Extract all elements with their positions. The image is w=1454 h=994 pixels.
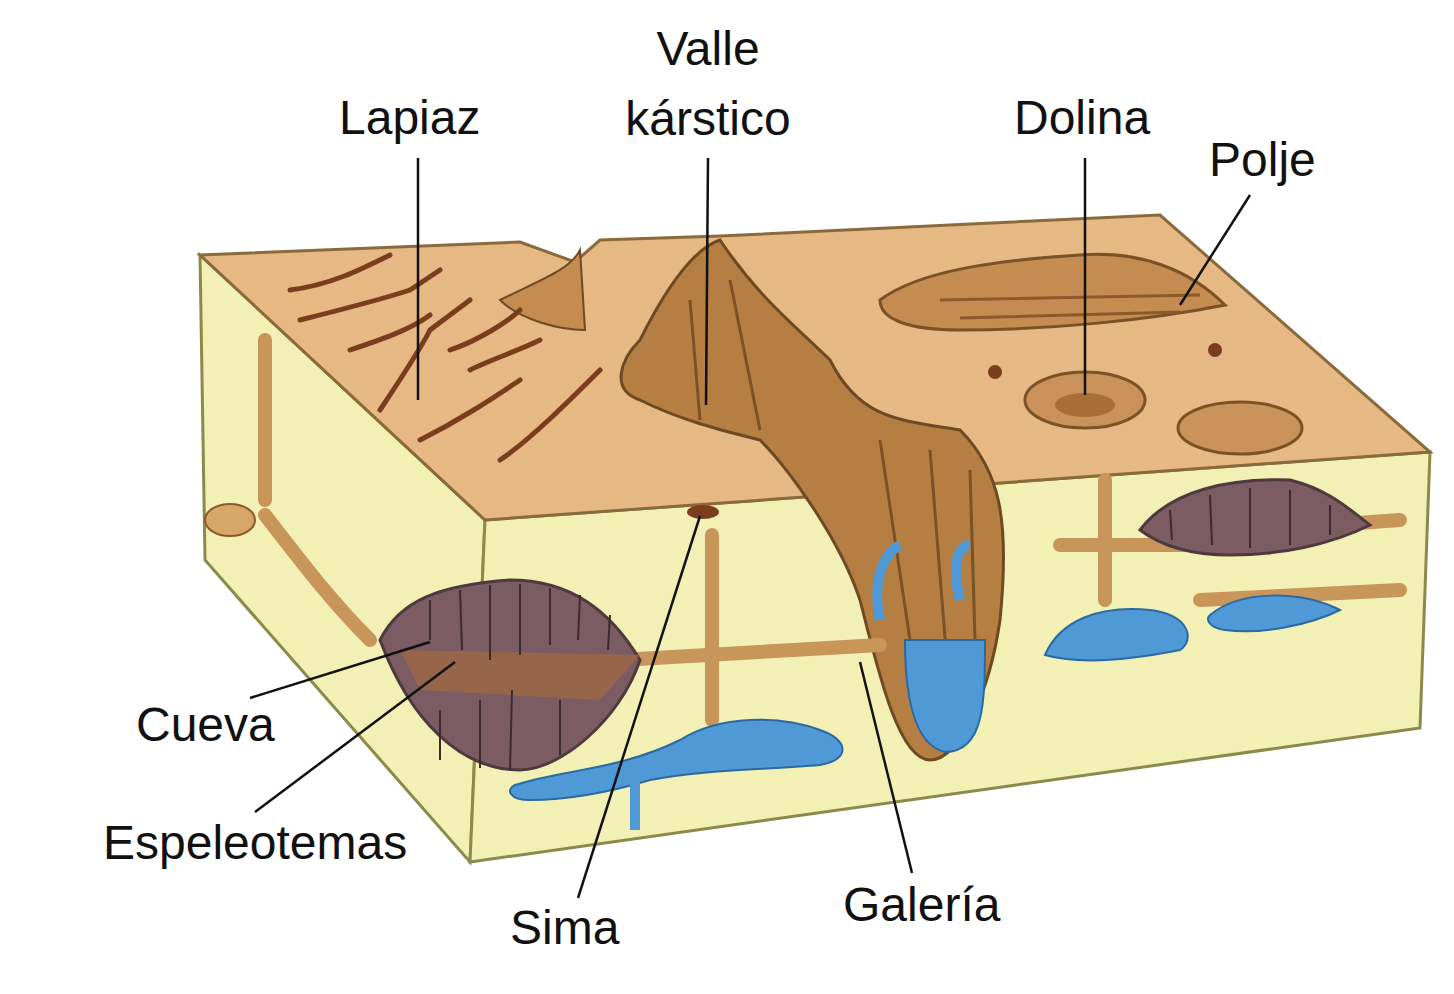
small-sink <box>988 365 1002 379</box>
water-drain <box>630 780 640 830</box>
part-label: Lapiaz <box>339 83 480 153</box>
sima-mouth <box>687 505 719 519</box>
small-sink-2 <box>1208 343 1222 357</box>
speleothems-2 <box>1170 488 1330 548</box>
part-label: Espeleotemas <box>103 808 407 878</box>
valley-walls <box>690 280 975 700</box>
polje-terraces <box>940 295 1200 318</box>
cave-opening <box>205 504 255 536</box>
cave-shape-2 <box>1140 480 1370 555</box>
conduits <box>265 340 1400 720</box>
valley-water <box>905 640 985 752</box>
water-body-3 <box>1208 596 1340 632</box>
part-label: Sima <box>510 893 619 963</box>
cave-shape <box>380 580 640 770</box>
speleothems <box>430 584 610 770</box>
part-label: Valle kárstico <box>593 14 823 154</box>
water-body-2 <box>1045 609 1188 660</box>
valley-waterfall <box>877 545 970 620</box>
part-label: Galería <box>843 870 1000 940</box>
leader-lines <box>250 158 1250 898</box>
part-label: Polje <box>1209 125 1316 195</box>
part-label: Cueva <box>136 690 275 760</box>
water-body <box>510 720 843 800</box>
polje-shape <box>880 254 1225 330</box>
lapiaz-cracks <box>290 255 600 460</box>
dolina-inner <box>1055 393 1115 417</box>
dolina-shape-2 <box>1178 402 1302 454</box>
part-label: Dolina <box>1014 83 1150 153</box>
